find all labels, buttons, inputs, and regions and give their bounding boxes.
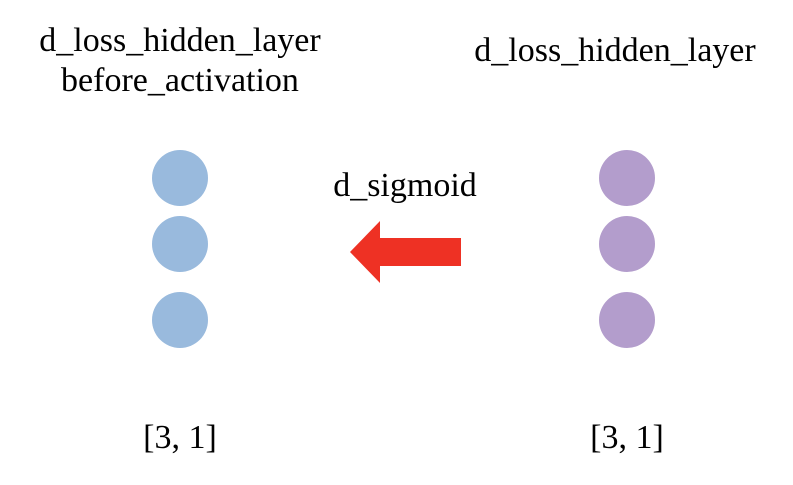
left-layer-title: d_loss_hidden_layer before_activation — [5, 21, 355, 101]
left-layer-node-1 — [152, 150, 208, 206]
operation-label: d_sigmoid — [333, 167, 477, 204]
left-layer-title-line1: d_loss_hidden_layer — [39, 22, 321, 59]
right-layer-node-3 — [599, 292, 655, 348]
left-layer-title-line2: before_activation — [61, 62, 299, 99]
left-layer-shape: [3, 1] — [143, 419, 217, 456]
left-layer-node-3 — [152, 292, 208, 348]
left-arrow-icon — [350, 221, 461, 283]
right-layer-title: d_loss_hidden_layer — [474, 32, 756, 69]
left-layer-node-2 — [152, 216, 208, 272]
right-layer-node-2 — [599, 216, 655, 272]
right-layer-shape: [3, 1] — [590, 419, 664, 456]
arrow-shape — [350, 221, 461, 283]
right-layer-node-1 — [599, 150, 655, 206]
